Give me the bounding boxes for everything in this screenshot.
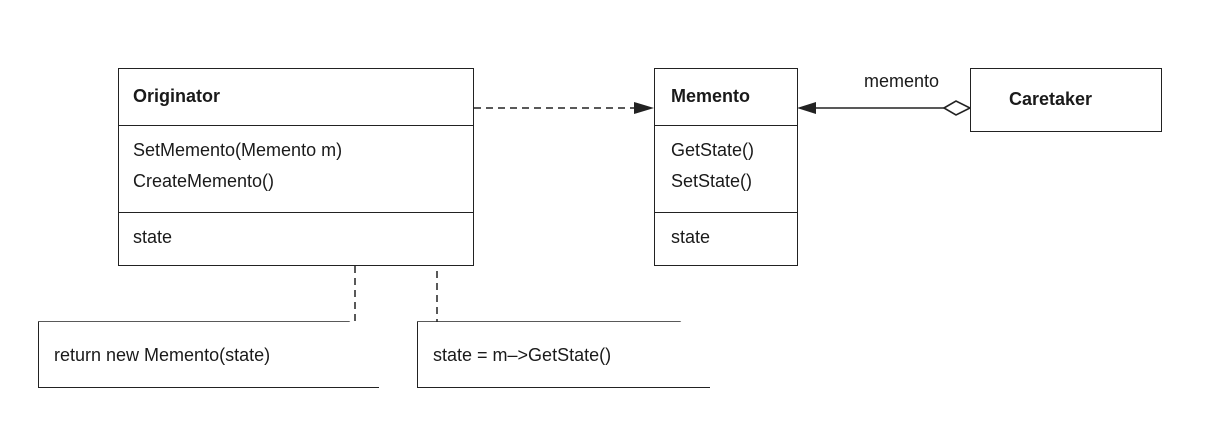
originator-class-name: Originator xyxy=(133,86,221,106)
originator-attribute-state: state xyxy=(133,227,173,247)
originator-operation-creatememento: CreateMemento() xyxy=(133,171,275,191)
memento-name-compartment: Memento xyxy=(655,69,797,125)
memento-class: Memento GetState() SetState() state xyxy=(654,68,798,266)
aggregation-arrowhead xyxy=(797,102,816,114)
memento-class-name: Memento xyxy=(671,86,751,106)
memento-operation-setstate: SetState() xyxy=(671,171,753,191)
originator-name-compartment: Originator xyxy=(119,69,473,125)
create-memento-note-text: return new Memento(state) xyxy=(54,345,271,365)
caretaker-class: Caretaker xyxy=(970,68,1162,132)
originator-attributes-compartment: state xyxy=(119,212,473,265)
originator-operations-compartment: SetMemento(Memento m) CreateMemento() xyxy=(119,125,473,212)
set-memento-note: state = m–>GetState() xyxy=(417,322,710,388)
association-role-label: memento xyxy=(864,71,940,91)
memento-attributes-compartment: state xyxy=(655,212,797,265)
memento-operation-getstate: GetState() xyxy=(671,140,755,160)
caretaker-class-name: Caretaker xyxy=(1009,89,1093,109)
create-memento-note: return new Memento(state) xyxy=(38,322,379,388)
dependency-arrowhead xyxy=(634,102,654,114)
memento-operations-compartment: GetState() SetState() xyxy=(655,125,797,212)
memento-attribute-state: state xyxy=(671,227,711,247)
aggregation-diamond xyxy=(942,100,972,116)
originator-operation-setmemento: SetMemento(Memento m) xyxy=(133,140,343,160)
originator-class: Originator SetMemento(Memento m) CreateM… xyxy=(118,68,474,266)
set-memento-note-text: state = m–>GetState() xyxy=(433,345,612,365)
